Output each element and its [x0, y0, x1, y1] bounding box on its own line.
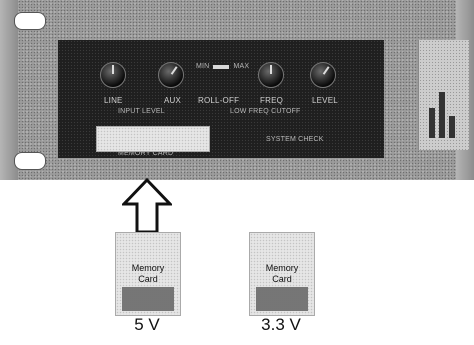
insert-arrow-icon — [122, 178, 172, 234]
input-level-label: INPUT LEVEL — [118, 108, 165, 115]
memory-card-5v: Memory Card — [115, 232, 181, 316]
freq-label: FREQ — [260, 96, 284, 105]
low-freq-cutoff-label: LOW FREQ CUTOFF — [230, 108, 301, 115]
system-check-label: SYSTEM CHECK — [266, 136, 324, 143]
mount-hole-bottom — [14, 152, 46, 170]
level-label: LEVEL — [312, 96, 338, 105]
switch-min-label: MIN — [196, 63, 210, 70]
line-level-knob[interactable] — [100, 62, 126, 88]
memory-card-3v3: Memory Card — [249, 232, 315, 316]
card-contacts — [256, 287, 308, 311]
meter-bar — [449, 116, 455, 138]
rack-unit-panel: LINE AUX ROLL-OFF FREQ LEVEL INPUT LEVEL… — [0, 0, 474, 180]
meter-bar — [439, 92, 445, 138]
roll-off-switch[interactable]: MIN MAX — [196, 63, 249, 70]
memory-card-slot[interactable] — [96, 126, 210, 152]
voltage-label-5v: 5 V — [134, 315, 160, 334]
card-contacts — [122, 287, 174, 311]
switch-max-label: MAX — [233, 63, 250, 70]
freq-knob[interactable] — [258, 62, 284, 88]
level-knob[interactable] — [310, 62, 336, 88]
left-rack-ear — [0, 0, 18, 180]
roll-off-label: ROLL-OFF — [198, 96, 240, 105]
mount-hole-top — [14, 12, 46, 30]
card-label-line1: Memory — [131, 263, 165, 273]
aux-label: AUX — [164, 96, 182, 105]
voltage-label-3v3: 3.3 V — [261, 315, 301, 334]
memory-card-label: MEMORY CARD — [118, 150, 174, 157]
level-meter-display — [418, 40, 469, 150]
line-label: LINE — [104, 96, 123, 105]
meter-bar — [429, 108, 435, 138]
aux-level-knob[interactable] — [158, 62, 184, 88]
card-label-line1: Memory — [265, 263, 299, 273]
card-label-line2: Card — [138, 274, 158, 284]
card-label-line2: Card — [272, 274, 292, 284]
switch-indicator — [213, 64, 230, 69]
